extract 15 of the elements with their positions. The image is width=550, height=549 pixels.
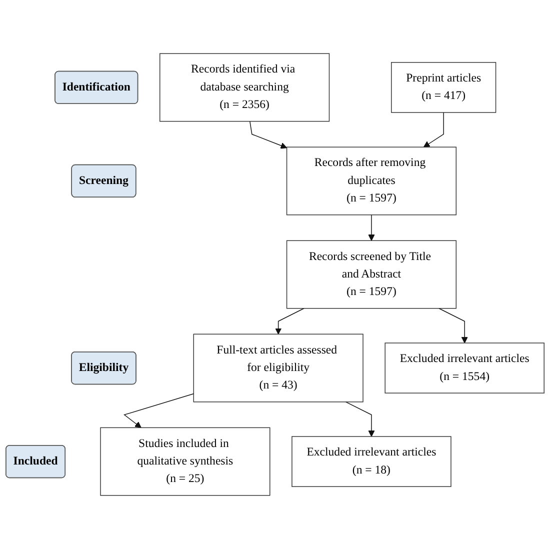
arrow bbox=[423, 112, 444, 148]
node-box: Full-text articles assessed for eligibility (n = 43) bbox=[193, 334, 364, 402]
node-box: Preprint articles (n = 417) bbox=[391, 62, 496, 113]
node-box: Studies included in qualitative synthesis (n = 25) bbox=[100, 427, 270, 496]
arrow bbox=[124, 393, 194, 428]
arrow bbox=[250, 120, 288, 149]
node-box: Records screened by Title and Abstract (n = 1597) bbox=[286, 240, 457, 309]
arrow bbox=[368, 214, 375, 241]
node-box: Records identified via database searching (n = 2356) bbox=[160, 53, 330, 122]
arrow bbox=[345, 402, 375, 437]
arrow bbox=[275, 308, 304, 334]
node-box: Records after removing duplicates (n = 1597) bbox=[286, 146, 457, 216]
node-box: Excluded irrelevant articles (n = 18) bbox=[292, 436, 452, 487]
node-box: Excluded irrelevant articles (n = 1554) bbox=[384, 342, 544, 394]
arrow bbox=[438, 308, 468, 344]
